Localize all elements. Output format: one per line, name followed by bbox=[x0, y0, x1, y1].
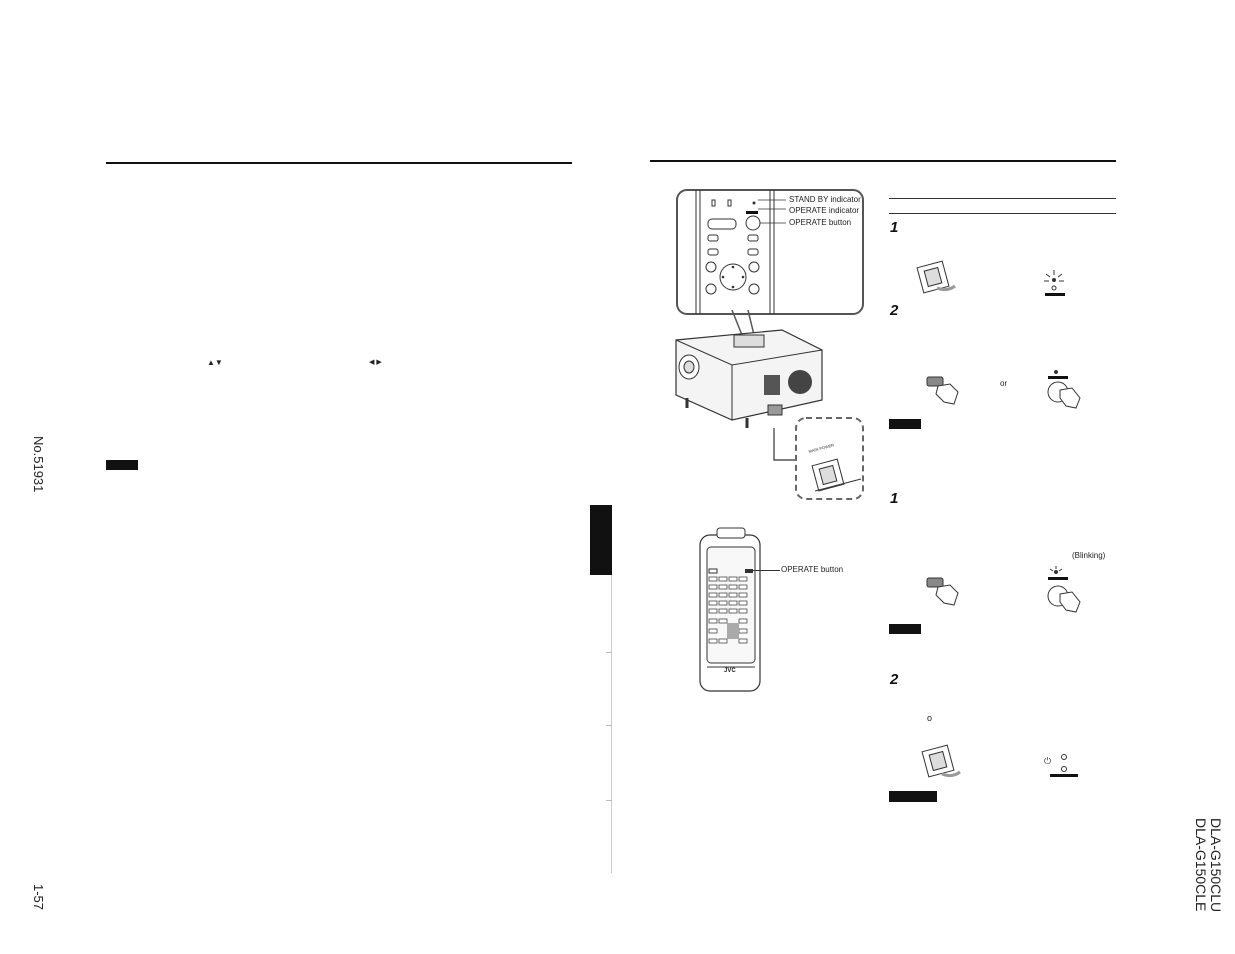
small-circle-symbol: o bbox=[927, 713, 933, 723]
section1-sub-rule bbox=[889, 213, 1116, 214]
page-number: 1-57 bbox=[31, 884, 46, 911]
updown-arrows: ▲▼ bbox=[207, 358, 223, 367]
svg-text:MAIN POWER: MAIN POWER bbox=[808, 442, 835, 454]
model-name-2: DLA-G150CLE bbox=[1193, 818, 1209, 912]
blinking-label: (Blinking) bbox=[1072, 551, 1106, 560]
remote-control-illustration bbox=[699, 527, 761, 692]
indicators-off-icon: ⏻ bbox=[1044, 754, 1078, 777]
section2-step2-number: 2 bbox=[890, 671, 899, 688]
section-tab-tick-3 bbox=[606, 800, 612, 801]
section-tab-divider bbox=[611, 575, 612, 873]
section-tab-tick-1 bbox=[606, 652, 612, 653]
main-power-switch-icon bbox=[916, 260, 956, 294]
main-power-switch-icon-2 bbox=[921, 744, 961, 778]
remote-leader-line bbox=[752, 570, 780, 571]
standby-indicator-lit-icon bbox=[1044, 270, 1065, 296]
model-name-1: DLA-G150CLU bbox=[1208, 818, 1224, 913]
operate-button-hand-press-icon-2 bbox=[1047, 566, 1081, 613]
main-power-switch-callout: MAIN POWER bbox=[795, 417, 864, 500]
svg-text:⏻: ⏻ bbox=[1044, 756, 1051, 767]
or-text: or bbox=[1000, 379, 1008, 388]
left-header-rule bbox=[106, 162, 572, 164]
document-number: No.51931 bbox=[31, 436, 46, 493]
section1-top-rule bbox=[889, 198, 1116, 199]
note-label-right-1 bbox=[889, 419, 921, 429]
right-header-rule bbox=[650, 160, 1116, 162]
operate-indicator-label: OPERATE indicator bbox=[789, 206, 860, 215]
section2-step1-number: 1 bbox=[890, 490, 899, 507]
section-tab-tick-2 bbox=[606, 725, 612, 726]
section1-step1-number: 1 bbox=[890, 219, 899, 236]
remote-hand-press-icon-2 bbox=[926, 577, 959, 606]
leftright-arrows: ◀ ▶ bbox=[369, 359, 382, 366]
operate-button-label: OPERATE button bbox=[789, 218, 852, 227]
operate-button-hand-press-icon-1 bbox=[1047, 370, 1081, 409]
remote-operate-button-label: OPERATE button bbox=[781, 565, 844, 574]
section-tab-active bbox=[590, 505, 612, 575]
standby-indicator-label: STAND BY indicator bbox=[789, 195, 861, 204]
caution-label bbox=[889, 791, 937, 802]
remote-brand: JVC bbox=[724, 668, 736, 674]
section1-step2-number: 2 bbox=[890, 302, 899, 319]
note-label-left bbox=[106, 460, 138, 470]
projector-body-illustration bbox=[675, 309, 823, 461]
note-label-right-2 bbox=[889, 624, 921, 634]
remote-hand-press-icon-1 bbox=[926, 376, 959, 405]
projector-top-panel-illustration bbox=[676, 189, 864, 315]
